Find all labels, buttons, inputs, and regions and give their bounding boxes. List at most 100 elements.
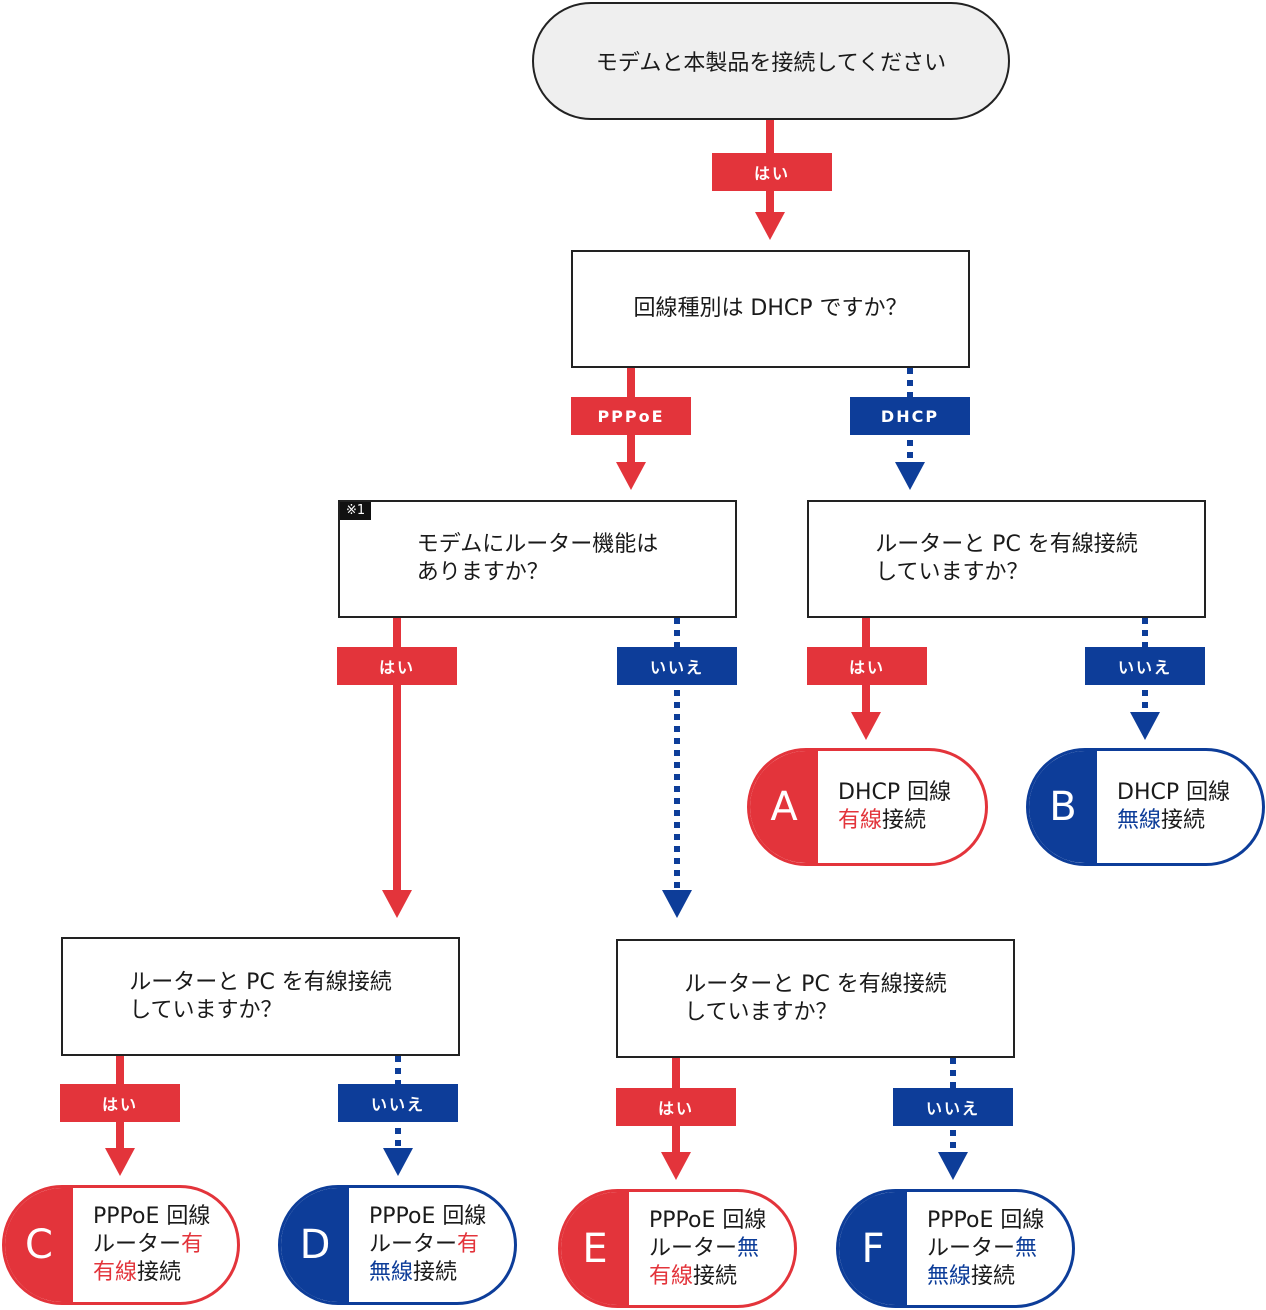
- result-a-line2: 有線接続: [838, 807, 951, 835]
- result-b-line1: DHCP 回線: [1117, 780, 1231, 805]
- result-d-router-state: 有: [457, 1232, 480, 1257]
- result-c-line1: PPPoE 回線: [93, 1204, 211, 1229]
- result-f-router: ルーター: [927, 1235, 1016, 1261]
- tag-left-wired-yes: はい: [60, 1084, 180, 1122]
- tag-router-yes-label: はい: [378, 658, 415, 677]
- question-pppoe-router-wired: ルーターと PC を有線接続 していますか？: [61, 937, 460, 1056]
- result-b-text: DHCP 回線 無線接続: [1117, 751, 1230, 863]
- tag-dhcp-wired-no: いいえ: [1085, 647, 1205, 685]
- tag-pppoe: PPPoE: [571, 397, 691, 435]
- tag-left-wired-no-label: いいえ: [370, 1095, 425, 1114]
- result-b-suffix: 接続: [1161, 808, 1206, 833]
- result-b-line2: 無線接続: [1117, 807, 1230, 835]
- result-a-line1: DHCP 回線: [838, 780, 952, 805]
- result-e-line1: PPPoE 回線: [649, 1207, 767, 1233]
- arrowhead-f: [938, 1152, 968, 1180]
- tag-dhcp-label: DHCP: [880, 406, 940, 426]
- result-f-letter: F: [839, 1192, 907, 1305]
- result-d-suffix: 接続: [413, 1260, 458, 1285]
- tag-yes-start-label: はい: [753, 164, 790, 183]
- result-a-letter: A: [750, 751, 818, 863]
- arrowhead-a: [851, 712, 881, 740]
- result-c-mode: 有線: [93, 1260, 138, 1285]
- result-a: A DHCP 回線 有線接続: [747, 748, 988, 866]
- tag-right-wired-yes: はい: [616, 1088, 736, 1126]
- result-f-line1: PPPoE 回線: [927, 1207, 1045, 1233]
- result-c: C PPPoE 回線 ルーター有 有線接続: [2, 1185, 240, 1305]
- result-f-line2: ルーター無: [927, 1235, 1044, 1263]
- result-e-letter: E: [561, 1192, 629, 1305]
- result-c-router: ルーター: [93, 1232, 182, 1257]
- footnote-marker: ※1: [340, 502, 372, 520]
- start-node: モデムと本製品を接続してください: [532, 2, 1010, 120]
- result-e-line3: 有線接続: [649, 1263, 766, 1291]
- question-pppoe-norouter-wired: ルーターと PC を有線接続 していますか？: [616, 939, 1015, 1058]
- tag-dhcp-wired-yes-label: はい: [848, 658, 885, 677]
- result-a-mode: 有線: [838, 808, 883, 833]
- result-a-text: DHCP 回線 有線接続: [838, 751, 951, 863]
- arrowhead-b: [1130, 712, 1160, 740]
- result-c-letter: C: [5, 1188, 73, 1302]
- arrowhead-router-yes: [382, 890, 412, 918]
- tag-left-wired-no: いいえ: [338, 1084, 458, 1122]
- result-f-line3: 無線接続: [927, 1263, 1044, 1291]
- result-d: D PPPoE 回線 ルーター有 無線接続: [278, 1185, 517, 1305]
- tag-right-wired-no-label: いいえ: [925, 1099, 980, 1118]
- result-b: B DHCP 回線 無線接続: [1026, 748, 1265, 866]
- result-d-letter: D: [281, 1188, 349, 1302]
- result-c-suffix: 接続: [137, 1260, 182, 1285]
- arrowhead-d: [383, 1148, 413, 1176]
- result-d-mode: 無線: [369, 1260, 414, 1285]
- arrowhead-c: [105, 1148, 135, 1176]
- result-e-suffix: 接続: [693, 1263, 738, 1289]
- result-e: E PPPoE 回線 ルーター無 有線接続: [558, 1189, 797, 1308]
- question-dhcp-wired-text: ルーターと PC を有線接続 していますか？: [875, 532, 1138, 585]
- tag-router-no-label: いいえ: [649, 658, 704, 677]
- result-c-line3: 有線接続: [93, 1259, 210, 1287]
- question-router-function-text: モデムにルーター機能は ありますか？: [416, 532, 659, 585]
- tag-dhcp-wired-yes: はい: [807, 647, 927, 685]
- result-e-mode: 有線: [649, 1263, 694, 1289]
- tag-right-wired-no: いいえ: [893, 1088, 1013, 1126]
- tag-router-no: いいえ: [617, 647, 737, 685]
- result-c-line2: ルーター有: [93, 1231, 210, 1259]
- result-e-line2: ルーター無: [649, 1235, 766, 1263]
- question-line-type-text: 回線種別は DHCP ですか？: [633, 296, 908, 321]
- result-b-mode: 無線: [1117, 808, 1162, 833]
- result-a-suffix: 接続: [882, 808, 927, 833]
- result-f: F PPPoE 回線 ルーター無 無線接続: [836, 1189, 1075, 1308]
- result-d-text: PPPoE 回線 ルーター有 無線接続: [369, 1188, 486, 1302]
- result-c-router-state: 有: [181, 1232, 204, 1257]
- arrowhead-pppoe: [616, 462, 646, 490]
- question-router-function: ※1 モデムにルーター機能は ありますか？: [338, 500, 737, 618]
- result-c-text: PPPoE 回線 ルーター有 有線接続: [93, 1188, 210, 1302]
- result-e-router: ルーター: [649, 1235, 738, 1261]
- result-f-router-state: 無: [1015, 1235, 1038, 1261]
- result-d-router: ルーター: [369, 1232, 458, 1257]
- tag-yes-start: はい: [712, 153, 832, 191]
- question-dhcp-wired: ルーターと PC を有線接続 していますか？: [807, 500, 1206, 618]
- tag-left-wired-yes-label: はい: [101, 1095, 138, 1114]
- tag-dhcp: DHCP: [850, 397, 970, 435]
- question-pppoe-norouter-wired-text: ルーターと PC を有線接続 していますか？: [684, 971, 947, 1025]
- result-d-line3: 無線接続: [369, 1259, 486, 1287]
- result-e-text: PPPoE 回線 ルーター無 有線接続: [649, 1192, 766, 1305]
- result-f-text: PPPoE 回線 ルーター無 無線接続: [927, 1192, 1044, 1305]
- tag-pppoe-label: PPPoE: [597, 406, 665, 426]
- arrowhead-start: [755, 212, 785, 240]
- arrowhead-e: [661, 1152, 691, 1180]
- tag-router-yes: はい: [337, 647, 457, 685]
- question-pppoe-router-wired-text: ルーターと PC を有線接続 していますか？: [129, 969, 392, 1023]
- result-f-suffix: 接続: [971, 1263, 1016, 1289]
- question-line-type: 回線種別は DHCP ですか？: [571, 250, 970, 368]
- arrowhead-router-no: [662, 890, 692, 918]
- tag-right-wired-yes-label: はい: [657, 1099, 694, 1118]
- result-d-line2: ルーター有: [369, 1231, 486, 1259]
- result-e-router-state: 無: [737, 1235, 760, 1261]
- result-f-mode: 無線: [927, 1263, 972, 1289]
- tag-dhcp-wired-no-label: いいえ: [1117, 658, 1172, 677]
- arrowhead-dhcp: [895, 462, 925, 490]
- result-d-line1: PPPoE 回線: [369, 1204, 487, 1229]
- start-text: モデムと本製品を接続してください: [595, 51, 947, 76]
- result-b-letter: B: [1029, 751, 1097, 863]
